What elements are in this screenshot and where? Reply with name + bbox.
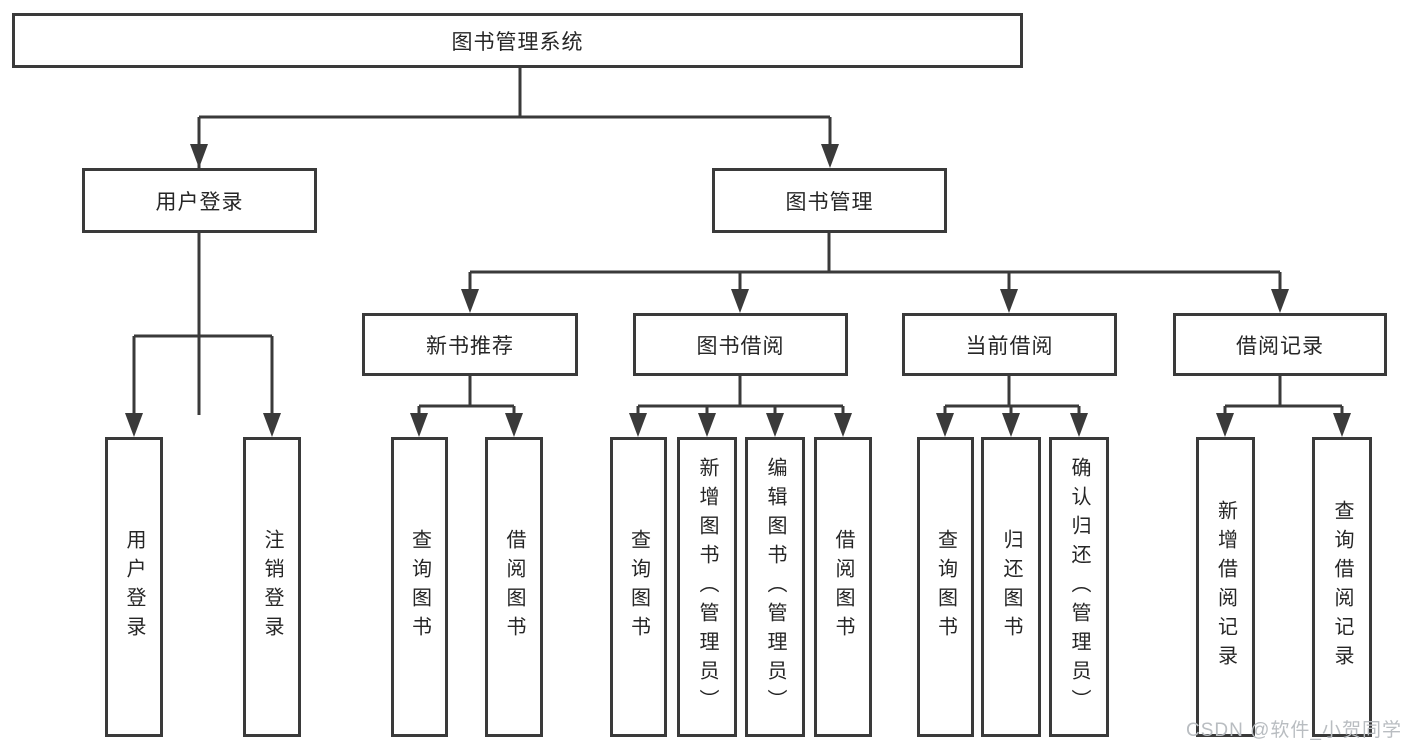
arrowheads-level3 xyxy=(461,289,1289,313)
leaf-user-login: 用户登录 xyxy=(105,437,163,737)
leaf-label: 确认归还（管理员） xyxy=(1068,456,1090,718)
leaf-add-book-admin: 新增图书（管理员） xyxy=(677,437,737,737)
leaf-borrow-book-recommend: 借阅图书 xyxy=(485,437,543,737)
leaf-query-borrow-record: 查询借阅记录 xyxy=(1312,437,1372,737)
connector-borrow-records-group xyxy=(1223,376,1344,416)
leaf-label: 查询图书 xyxy=(627,529,650,645)
arrowheads-book-borrow-group xyxy=(629,413,852,437)
node-user-login: 用户登录 xyxy=(82,168,317,233)
leaf-label: 注销登录 xyxy=(261,529,283,645)
leaf-logout-login: 注销登录 xyxy=(243,437,301,737)
leaf-query-book-borrow: 查询图书 xyxy=(610,437,667,737)
node-current-borrow: 当前借阅 xyxy=(902,313,1117,376)
leaf-label: 用户登录 xyxy=(123,529,145,645)
arrowheads-new-book-group xyxy=(410,413,523,437)
leaf-query-book-current: 查询图书 xyxy=(917,437,974,737)
leaf-label: 编辑图书（管理员） xyxy=(764,456,786,718)
leaf-borrow-book: 借阅图书 xyxy=(814,437,872,737)
connector-book-borrow-group xyxy=(636,376,845,416)
leaf-return-book: 归还图书 xyxy=(981,437,1041,737)
leaf-label: 新增图书（管理员） xyxy=(696,456,718,718)
arrowheads-current-borrow-group xyxy=(936,413,1088,437)
leaf-label: 借阅图书 xyxy=(503,529,525,645)
leaf-label: 归还图书 xyxy=(1000,529,1022,645)
connector-user-login-group xyxy=(132,233,274,416)
leaf-label: 借阅图书 xyxy=(832,529,854,645)
leaf-edit-book-admin: 编辑图书（管理员） xyxy=(745,437,805,737)
leaf-confirm-return-admin: 确认归还（管理员） xyxy=(1049,437,1109,737)
arrowheads-borrow-records-group xyxy=(1216,413,1351,437)
arrowheads-level2 xyxy=(190,144,839,168)
connector-new-book-group xyxy=(417,376,516,416)
leaf-label: 新增借阅记录 xyxy=(1214,500,1237,674)
leaf-label: 查询图书 xyxy=(934,529,957,645)
csdn-watermark: CSDN @软件_小贺同学 xyxy=(1186,720,1402,741)
node-root: 图书管理系统 xyxy=(12,13,1023,68)
node-borrow-records: 借阅记录 xyxy=(1173,313,1387,376)
leaf-label: 查询图书 xyxy=(408,529,431,645)
node-book-management: 图书管理 xyxy=(712,168,947,233)
leaf-add-borrow-record: 新增借阅记录 xyxy=(1196,437,1255,737)
leaf-query-book-recommend: 查询图书 xyxy=(391,437,448,737)
node-new-book-recommend: 新书推荐 xyxy=(362,313,578,376)
arrowheads-user-login-group xyxy=(125,413,281,437)
connector-root xyxy=(197,68,832,148)
node-book-borrow: 图书借阅 xyxy=(633,313,848,376)
connector-current-borrow-group xyxy=(943,376,1081,416)
connector-book-mgmt-group xyxy=(468,233,1282,293)
leaf-label: 查询借阅记录 xyxy=(1331,500,1353,674)
